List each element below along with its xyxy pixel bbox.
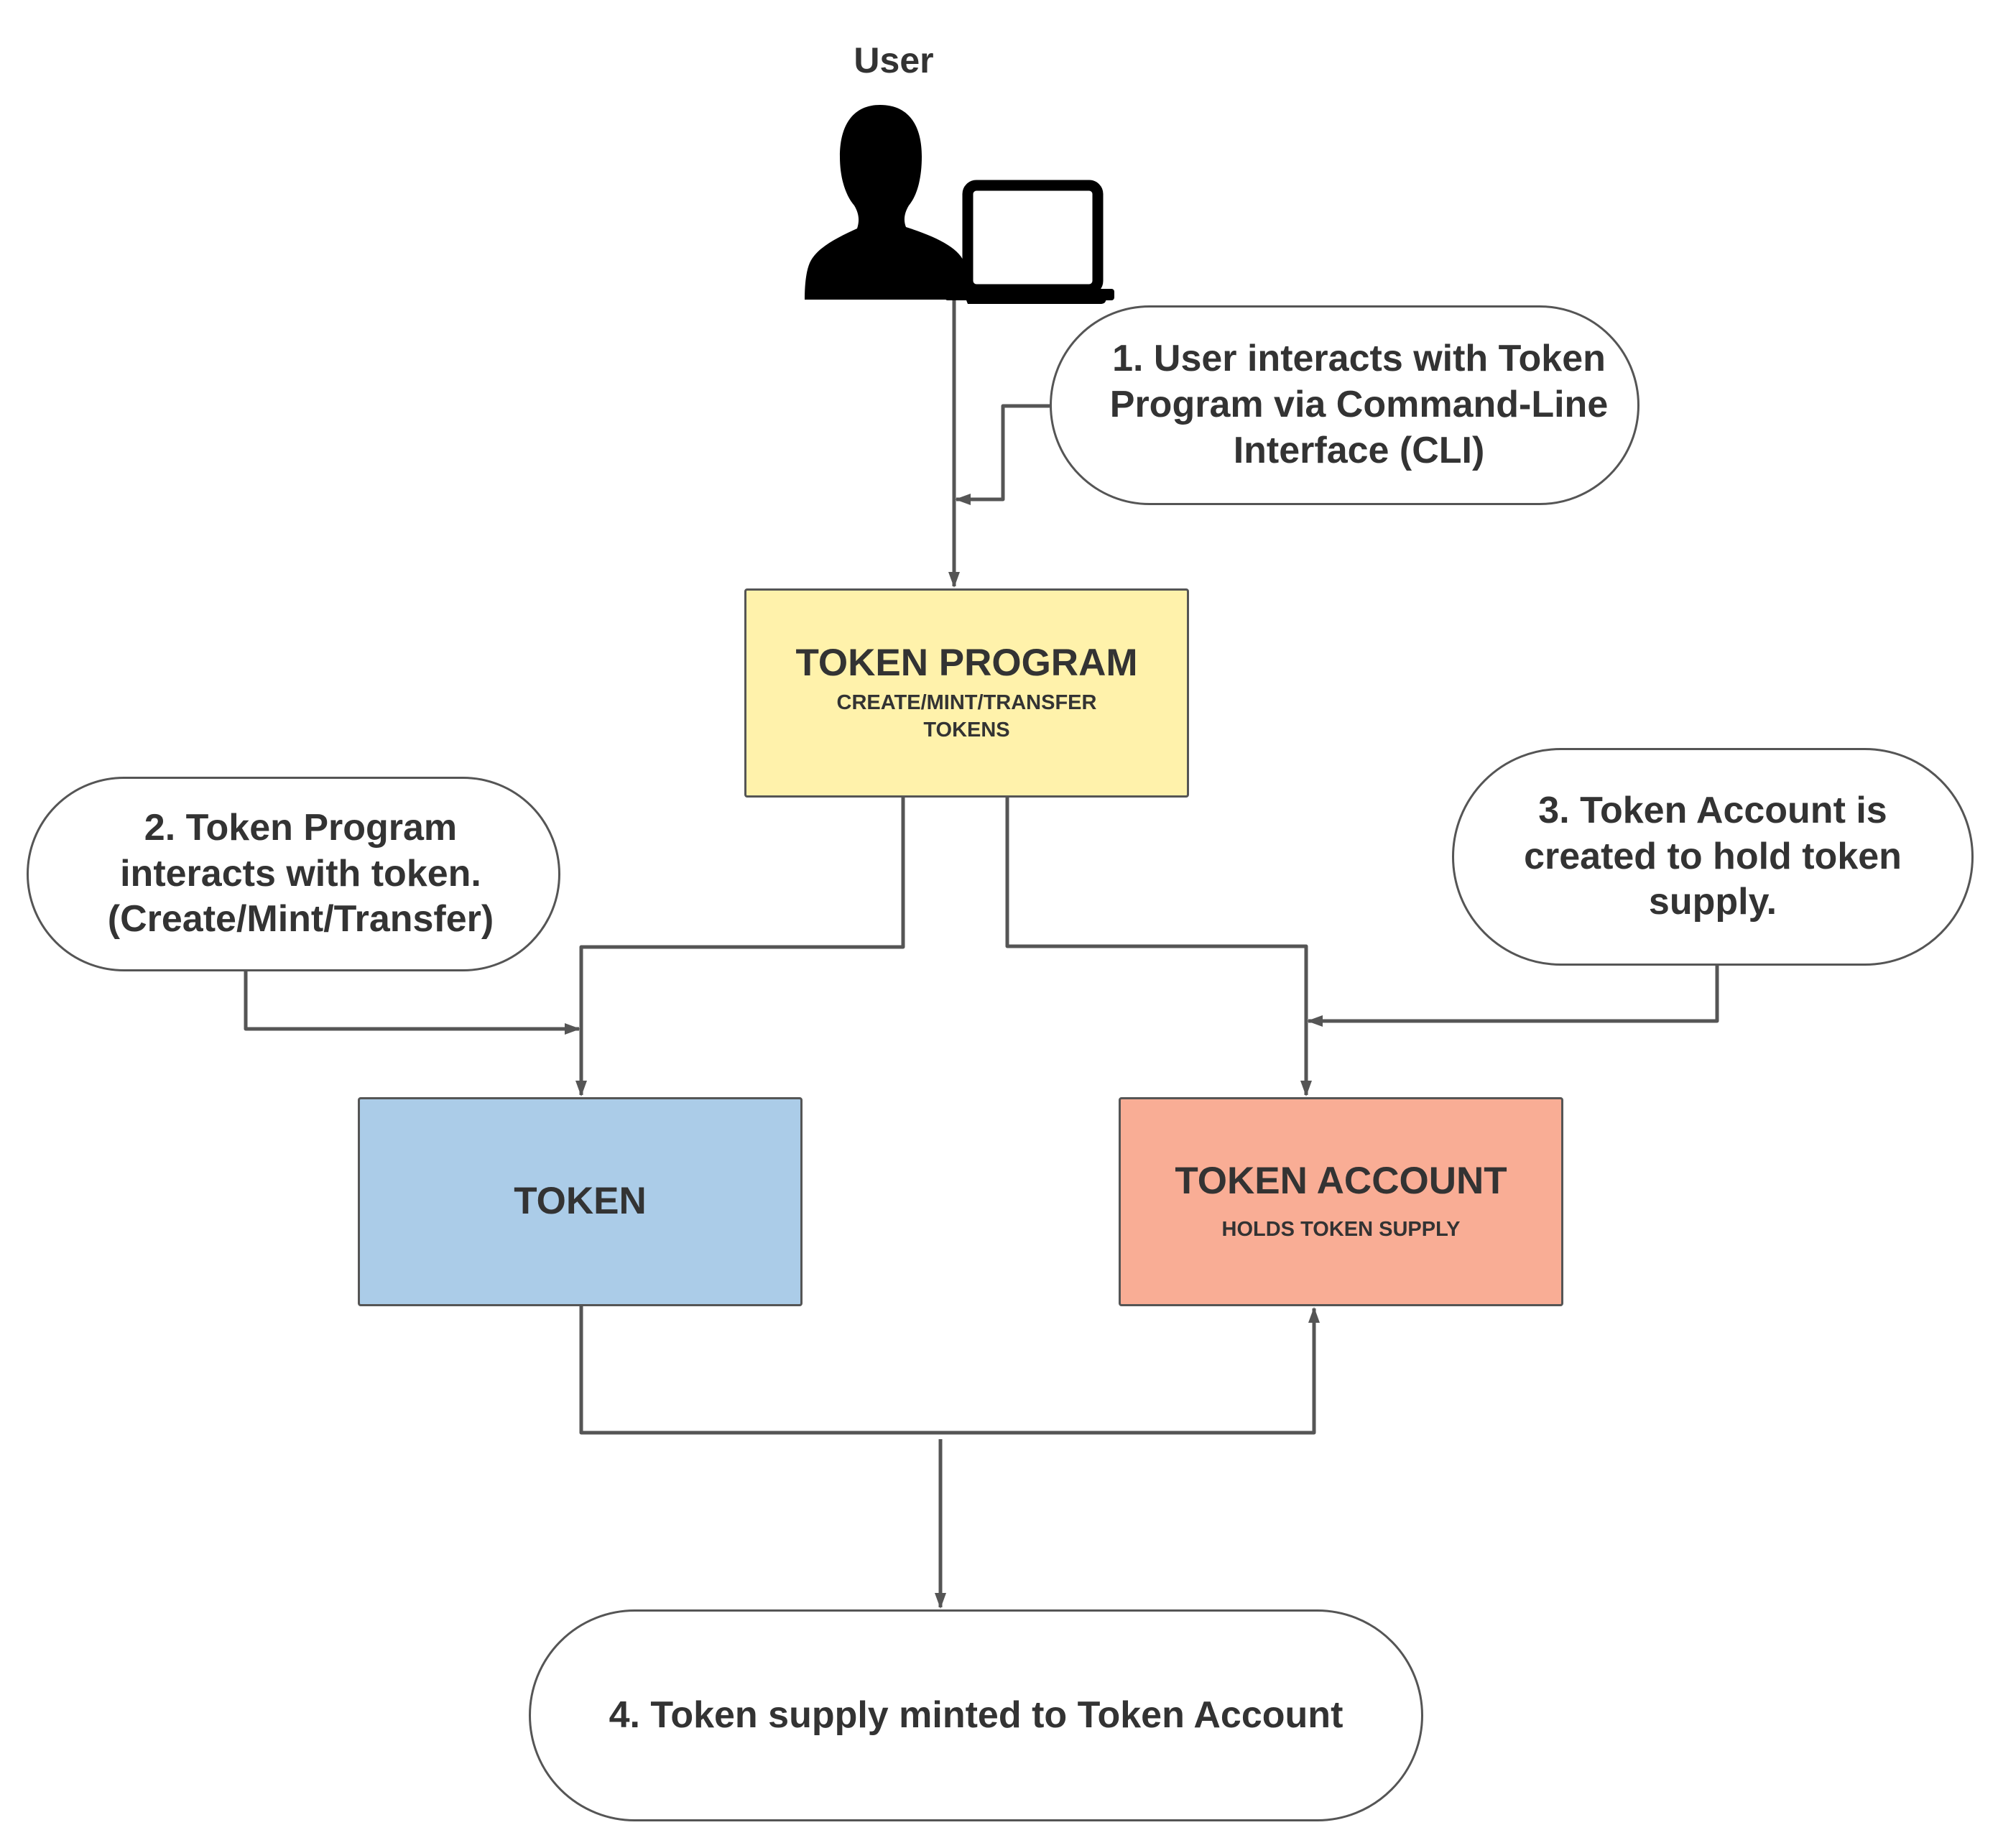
connector-token-to-account [579, 1306, 1320, 1435]
token-account-node: TOKEN ACCOUNT HOLDS TOKEN SUPPLY [1119, 1097, 1563, 1306]
token-node: TOKEN [358, 1097, 803, 1306]
token-program-subtitle: CREATE/MINT/TRANSFER TOKENS [836, 691, 1097, 741]
token-title: TOKEN [514, 1180, 647, 1223]
connector-note2-callout [244, 971, 581, 1035]
token-program-node: TOKEN PROGRAM CREATE/MINT/TRANSFER TOKEN… [744, 588, 1189, 798]
step-1-note: 1. User interacts with Token Program via… [1050, 305, 1639, 505]
step-3-text: 3. Token Account is created to hold toke… [1524, 789, 1902, 923]
token-account-title: TOKEN ACCOUNT [1175, 1160, 1507, 1203]
step-2-note: 2. Token Program interacts with token. (… [27, 777, 560, 971]
connector-note1-callout [955, 404, 1050, 505]
step-4-note: 4. Token supply minted to Token Account [529, 1609, 1423, 1821]
step-3-note: 3. Token Account is created to hold toke… [1452, 748, 1974, 966]
connector-program-to-account [1005, 798, 1312, 1096]
connector-note3-callout [1307, 966, 1719, 1027]
token-account-subtitle: HOLDS TOKEN SUPPLY [1221, 1218, 1461, 1242]
step-1-text: 1. User interacts with Token Program via… [1109, 338, 1609, 471]
user-label: User [854, 40, 934, 80]
step-2-text: 2. Token Program interacts with token. (… [107, 806, 494, 941]
user-with-laptop-icon [805, 105, 1114, 304]
step-4-text: 4. Token supply minted to Token Account [609, 1694, 1343, 1736]
token-program-title: TOKEN PROGRAM [795, 642, 1138, 685]
connector-program-to-token [575, 798, 905, 1096]
